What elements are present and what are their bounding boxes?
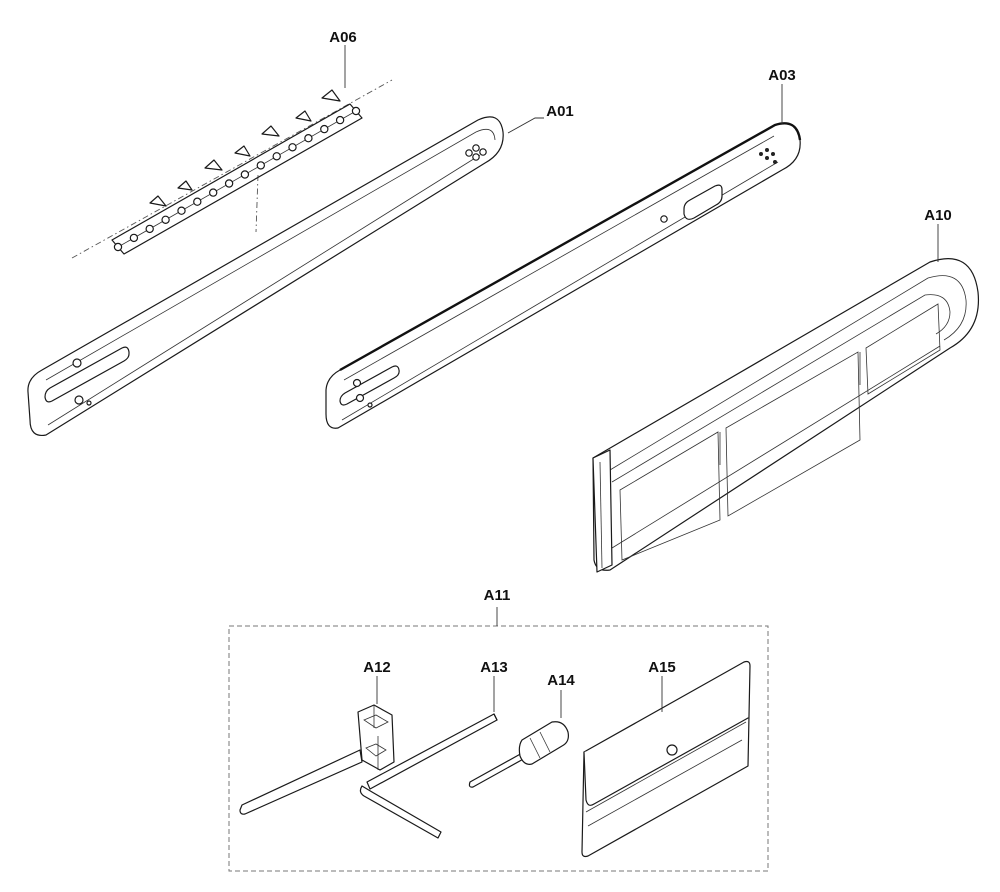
saw-chain-part[interactable] bbox=[71, 79, 393, 259]
chain-link bbox=[288, 143, 297, 152]
label-a03: A03 bbox=[768, 67, 796, 84]
instruction-envelope-part[interactable] bbox=[581, 660, 751, 858]
label-a06: A06 bbox=[329, 29, 357, 46]
label-a12: A12 bbox=[363, 659, 391, 676]
chain-link bbox=[240, 170, 250, 179]
chain-link bbox=[351, 106, 361, 116]
chain-link bbox=[335, 115, 345, 125]
chain-link bbox=[129, 233, 139, 243]
label-a01: A01 bbox=[546, 103, 574, 120]
chain-link bbox=[113, 242, 123, 252]
chain-links bbox=[113, 106, 361, 252]
label-a11: A11 bbox=[484, 587, 511, 604]
guide-bar-a03-part[interactable] bbox=[325, 122, 802, 429]
leader-a01 bbox=[507, 117, 544, 134]
chain-link bbox=[256, 161, 265, 170]
chain-link bbox=[161, 215, 170, 224]
chain-link bbox=[272, 152, 281, 161]
chain-link bbox=[304, 133, 313, 143]
combination-spanner-part[interactable] bbox=[239, 704, 395, 815]
screwdriver-part[interactable] bbox=[468, 721, 569, 788]
hex-key-part[interactable] bbox=[359, 713, 498, 839]
label-a10: A10 bbox=[924, 207, 952, 224]
chain-link bbox=[208, 188, 218, 197]
label-a14: A14 bbox=[547, 672, 575, 689]
chain-link bbox=[177, 206, 186, 215]
bar-cover-part[interactable] bbox=[592, 258, 980, 573]
chain-link bbox=[193, 197, 202, 206]
label-a15: A15 bbox=[648, 659, 676, 676]
chain-link bbox=[145, 224, 154, 234]
guide-bar-a01-part[interactable] bbox=[27, 116, 504, 437]
chain-link bbox=[320, 124, 329, 134]
chain-link bbox=[224, 179, 234, 188]
label-a13: A13 bbox=[480, 659, 508, 676]
